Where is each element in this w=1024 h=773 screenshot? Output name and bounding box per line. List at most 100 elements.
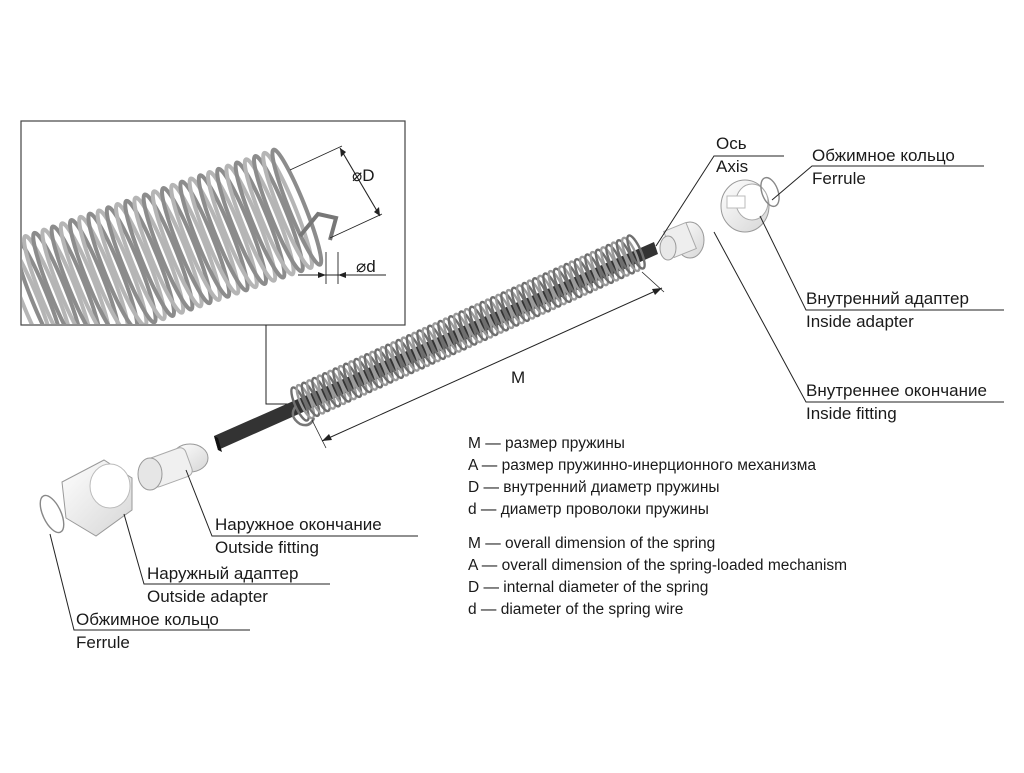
inset-wire-hook (298, 211, 339, 241)
inset-coil (114, 202, 167, 322)
spring-coil (426, 324, 447, 361)
inset-coil (224, 163, 278, 283)
spring-coil (326, 369, 347, 406)
spring-coil (594, 248, 615, 285)
legend-en-item: A — overall dimension of the spring-load… (468, 557, 848, 574)
outside-fitting-leader (185, 469, 418, 537)
spring-coil (620, 236, 641, 273)
spring-coil (547, 269, 568, 306)
ferrule-left-label-ru: Обжимное кольцо (76, 610, 219, 629)
spring-coil (437, 319, 457, 356)
inside-fitting (659, 221, 705, 261)
spring-coil (431, 322, 452, 358)
inset-coil (86, 211, 140, 324)
inside-fitting-leader (713, 231, 1004, 403)
outside-adapter-label-en: Outside adapter (147, 587, 268, 606)
spring-coil (473, 303, 494, 339)
outside-adapter-callout: Наружный адаптер Outside adapter (147, 562, 298, 608)
spring-coil (589, 250, 610, 287)
spring-coil (458, 310, 478, 346)
spring-coil (353, 357, 373, 394)
axis-label-en: Axis (716, 157, 749, 176)
legend-ru-item: D — внутренний диаметр пружины (468, 479, 720, 496)
inset-coil (206, 170, 259, 290)
spring-coil (300, 381, 321, 418)
spring-coil (484, 298, 505, 334)
inset-coil (252, 154, 305, 274)
spring-coil (337, 364, 358, 401)
spring-coil (347, 360, 368, 396)
spring-coil (573, 258, 594, 294)
inset-coil (178, 179, 232, 299)
ferrule-left (39, 494, 65, 534)
spring-coil (363, 353, 384, 389)
spring-coil (316, 374, 337, 410)
spring-coil (452, 312, 473, 349)
inside-adapter-label-ru: Внутренний адаптер (806, 289, 969, 308)
main-spring-coils (290, 234, 646, 427)
spring-coil (342, 362, 363, 399)
ferrule-left-leader (49, 533, 250, 631)
ferrule-left-callout: Обжимное кольцо Ferrule (76, 608, 219, 654)
legend-en-item: D — internal diameter of the spring (468, 579, 709, 596)
diameter-D-label: ⌀D (352, 166, 375, 185)
ferrule-right-leader (771, 165, 984, 201)
spring-coil (358, 355, 379, 391)
inset-coil (132, 195, 186, 315)
spring-coil (311, 376, 331, 413)
spring-end-hook (291, 405, 316, 427)
inset-coil (150, 189, 204, 309)
inside-adapter (720, 179, 770, 233)
inset-coil (22, 237, 66, 324)
spring-coil (494, 293, 515, 330)
inside-adapter-leader (759, 215, 1004, 311)
spring-coil (615, 239, 636, 275)
spring-coil (563, 262, 583, 299)
inset-coil (68, 218, 121, 324)
spring-coil (332, 367, 352, 403)
spring-coil (521, 281, 541, 318)
spring-coil (505, 288, 526, 325)
inset-coil (261, 150, 314, 270)
inset-coil (270, 147, 324, 267)
inset-coil (104, 205, 158, 324)
spring-coil (557, 265, 578, 301)
spring-coil (531, 277, 552, 313)
spring-coil (321, 372, 342, 408)
spring-coil (599, 246, 620, 282)
spring-coil (295, 383, 316, 420)
spring-coil (500, 291, 520, 327)
outside-adapter-label-ru: Наружный адаптер (147, 564, 299, 583)
spring-coil (400, 336, 421, 372)
axis-callout: Ось Axis (716, 132, 748, 178)
diameter-D-dim-line (339, 147, 381, 217)
inside-adapter-label-en: Inside adapter (806, 312, 914, 331)
outside-fitting-label-ru: Наружное окончание (215, 515, 382, 534)
legend-russian: M — размер пружины A — размер пружинно-и… (468, 433, 816, 521)
inset-coil (123, 198, 176, 318)
outside-adapter (61, 459, 133, 537)
spring-coil (510, 286, 531, 323)
inside-adapter-callout: Внутренний адаптер Inside adapter (806, 287, 969, 333)
spring-coil (410, 331, 431, 368)
spring-coil (405, 334, 426, 370)
inset-coil (22, 234, 75, 324)
ferrule-right (760, 176, 780, 208)
axis-leader (655, 155, 784, 247)
inset-coil (169, 182, 222, 302)
spring-coil (515, 284, 536, 320)
legend-english: M — overall dimension of the spring A — … (468, 533, 847, 621)
spring-coil (416, 329, 436, 365)
inset-coil (141, 192, 195, 312)
ferrule-right-callout: Обжимное кольцо Ferrule (812, 144, 955, 190)
spring-coil (395, 338, 415, 375)
inside-fitting-label-ru: Внутреннее окончание (806, 381, 987, 400)
spring-coil (542, 272, 562, 308)
legend-ru-item: M — размер пружины (468, 435, 625, 452)
spring-coil (463, 307, 484, 344)
legend-ru-item: A — размер пружинно-инерционного механиз… (468, 457, 816, 474)
spring-coil (584, 253, 604, 289)
inset-coil (40, 227, 94, 324)
